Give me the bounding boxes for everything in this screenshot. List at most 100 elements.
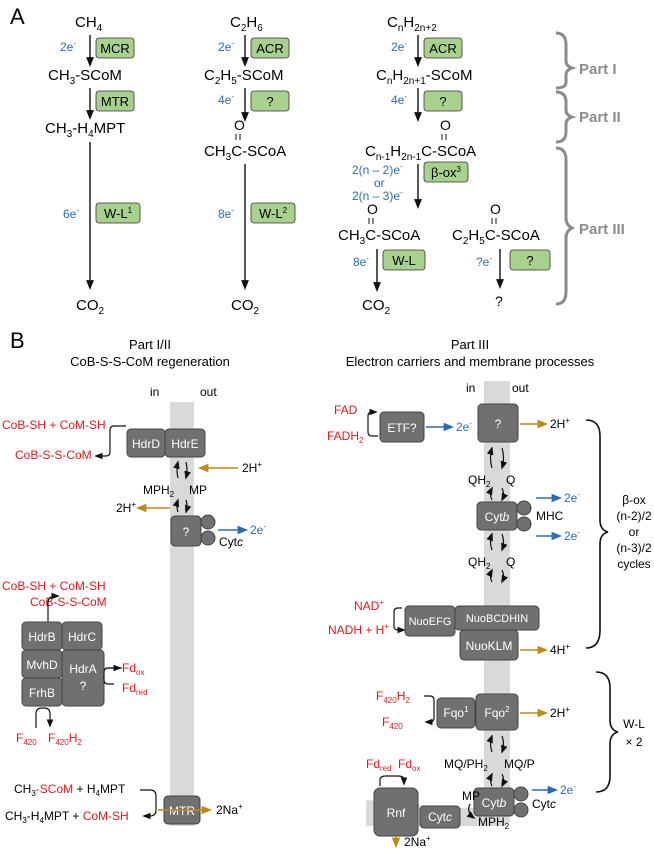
co2-label: CO2: [362, 297, 391, 317]
methyl-h4mpt-label: CH3-H4MPT: [45, 120, 125, 140]
hdra-label: HdrA: [69, 662, 96, 676]
unknown-complex: [170, 515, 202, 547]
methyl-scom-label: CH3-SCoM: [48, 67, 122, 87]
unknown-enzyme-label: ?: [439, 94, 446, 109]
mvhd-label: MvhD: [26, 658, 58, 672]
carbonyl-oxygen: O: [440, 117, 451, 133]
electron-label: 2e-: [391, 39, 407, 54]
f420h2-label: F420H2: [376, 689, 410, 705]
nad-label: NAD+: [354, 598, 384, 613]
fd-ox-label: Fdox: [122, 661, 144, 677]
left-title-2: CoB-S-S-CoM regeneration: [70, 354, 230, 369]
cytc-heme-icon: [513, 802, 529, 818]
pathway-alkane: CnH2n+2 2e- ACR CnH2n+1-SCoM 4e- ? O Cn-…: [338, 14, 551, 317]
bracket-beta-ox-icon: [585, 419, 609, 649]
wl2-enzyme-box: [250, 202, 296, 224]
unknown-complex-label: ?: [183, 525, 190, 539]
mtr-enzyme-box: [95, 90, 135, 112]
arrow-f420: [424, 695, 435, 726]
arrow-nadh: [393, 607, 406, 634]
carbonyl-oxygen: O: [367, 201, 378, 217]
unknown-enzyme-box: [423, 90, 463, 112]
mcr-enzyme-box: [95, 37, 135, 59]
cytc-complex: [419, 805, 461, 829]
heterodisulfide-label: CoB-S-S-CoM: [15, 448, 92, 462]
electron-label: 8e-: [353, 254, 369, 269]
electron-label: 2e-: [564, 490, 580, 505]
mhc-label: MHC: [536, 509, 564, 523]
electron-label: 2e-: [456, 419, 472, 434]
cytb-label: Cytb: [482, 796, 507, 810]
panel-label-b: B: [10, 328, 25, 353]
hdrd-label: HdrD: [132, 437, 160, 451]
mp-label: MP: [189, 483, 207, 497]
acyl-coa-label: Cn-1H2n-1C-SCoA: [365, 143, 476, 163]
bracket-wl-icon: [595, 671, 619, 793]
frhb-label: FrhB: [29, 686, 55, 700]
bracket-n3-label: (n-3)/2: [616, 541, 652, 555]
bracket-times-label: × 2: [625, 735, 642, 749]
electron-label: 4e-: [218, 92, 234, 107]
electron-label: 6e-: [63, 206, 79, 221]
heterodisulfide-label: CoB-S-S-CoM: [30, 595, 107, 609]
qh2-label: QH2: [468, 555, 491, 571]
electron-label: 2(n – 2)e-: [352, 162, 403, 177]
fd-red-label: Fdred: [366, 757, 392, 773]
ethane-label: C2H6: [230, 14, 263, 34]
etf-complex: [379, 411, 425, 443]
mtr-complex-label: MTR: [169, 804, 195, 818]
part-iii-label: Part III: [579, 221, 625, 238]
outside-label: out: [200, 385, 217, 399]
cytb-complex: [473, 787, 515, 817]
unknown-enzyme-label: ?: [526, 253, 533, 268]
methane-label: CH4: [75, 14, 103, 34]
right-title-1: Part III: [451, 337, 489, 352]
cob-sh-com-sh-label: CoB-SH + CoM-SH: [2, 418, 106, 432]
bracket-part-ii-icon: [555, 90, 577, 144]
co2-label: CO2: [76, 297, 105, 317]
inside-label: in: [150, 385, 159, 399]
mtr-substrate-label: CH3-SCoM + H4MPT: [14, 782, 126, 798]
electron-label: 4e-: [391, 92, 407, 107]
mhc-heme-icon: [516, 516, 532, 532]
electron-label: 2e-: [60, 39, 76, 54]
fqo2-label: Fqo2: [484, 705, 510, 720]
arrow-fd: [379, 775, 408, 786]
proton-label: 2H+: [550, 705, 570, 720]
unknown-product: ?: [495, 293, 503, 309]
cytc-heme-icon: [200, 514, 216, 530]
bracket-beta-ox-label: β-ox: [622, 493, 646, 507]
right-title-2: Electron carriers and membrane processes: [346, 354, 595, 369]
electron-label: 2e-: [218, 39, 234, 54]
cytc-heme-icon: [513, 786, 529, 802]
q-label: Q: [506, 555, 515, 569]
arrow-mtr-reaction: [140, 789, 157, 820]
mcr-label: MCR: [100, 41, 130, 56]
nuoklm-label: NuoKLM: [466, 639, 513, 653]
unknown-complex: [477, 403, 519, 443]
cytc-label: Cytc: [219, 535, 243, 549]
bracket-part-i-icon: [555, 31, 577, 90]
fd-red-label: Fdred: [122, 681, 148, 697]
mtr-product-label: CH3-H4MPT + CoM-SH: [5, 809, 129, 825]
unknown-complex-label: ?: [495, 417, 502, 431]
cytb-complex: [476, 501, 518, 531]
bracket-n2-label: (n-2)/2: [616, 509, 652, 523]
beta-ox-label: β-ox3: [431, 165, 462, 180]
cytc-complex-label: Cytc: [428, 810, 452, 824]
hdra-complex: [61, 649, 105, 707]
panel-label-a: A: [10, 4, 25, 29]
pathway-ethane: C2H6 2e- ACR C2H5-SCoM 4e- ? O CH3C-SCoA…: [204, 14, 296, 317]
mp-label: MP: [462, 789, 480, 803]
electron-label: 2e-: [564, 528, 580, 543]
nuoklm-complex: [459, 629, 519, 661]
qh2-label: QH2: [468, 473, 491, 489]
acr-label: ACR: [429, 41, 456, 56]
fad-label: FAD: [334, 403, 358, 417]
bracket-wl-label: W-L: [623, 717, 645, 731]
panel-b-left: Part I/II CoB-S-S-CoM regeneration in ou…: [2, 337, 266, 826]
alkane-label: CnH2n+2: [387, 14, 437, 34]
part-i-label: Part I: [579, 61, 617, 78]
mph2-label: MPH2: [143, 483, 175, 499]
